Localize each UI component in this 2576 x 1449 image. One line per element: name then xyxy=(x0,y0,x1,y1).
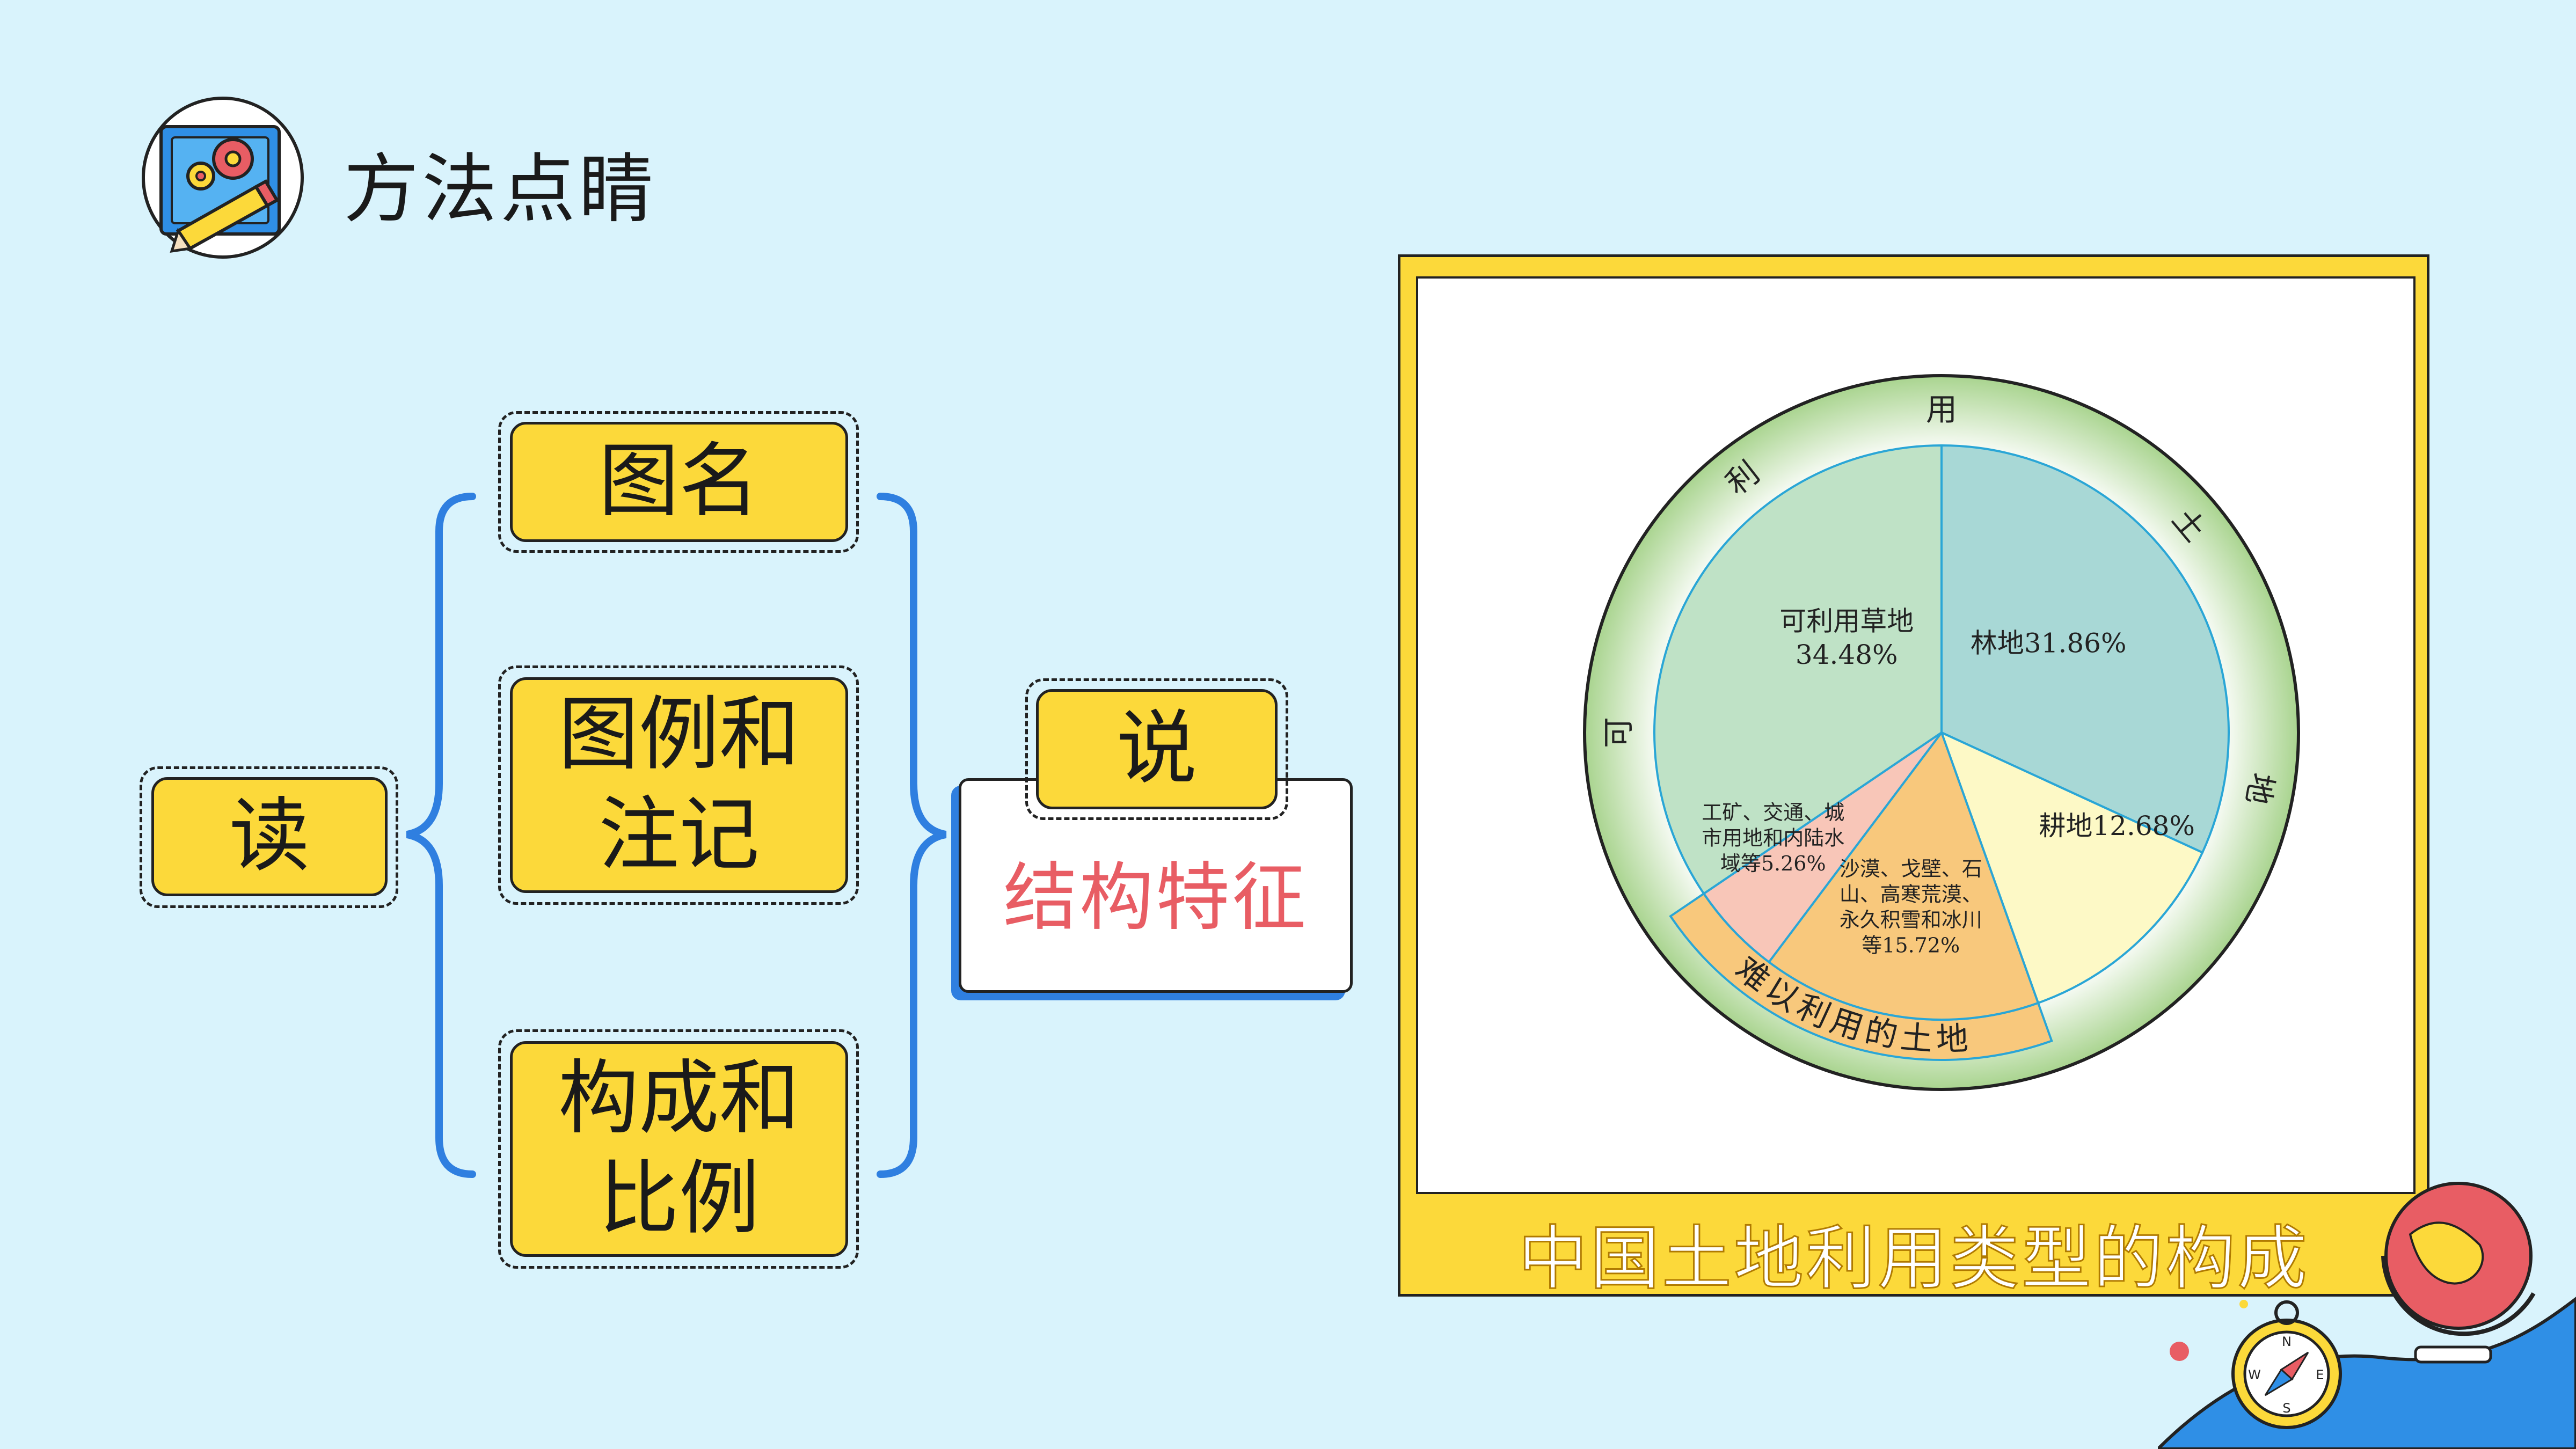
unusable-land-ring-char: 的 xyxy=(1862,1012,1901,1055)
say-content-card xyxy=(959,778,1353,993)
usable-land-ring-char: 可 xyxy=(1600,717,1637,748)
item-box-outline xyxy=(498,411,859,553)
page-title: 方法点睛 xyxy=(344,146,658,233)
item-composition-box: 构成和 比例 xyxy=(510,1041,848,1257)
say-content-text: 结构特征 xyxy=(1003,854,1308,941)
figure-caption: 中国土地利用类型的构成 xyxy=(1517,1217,2309,1300)
item-map-title-label: 图名 xyxy=(598,435,760,529)
slice-farmland xyxy=(1939,730,2204,1005)
item-composition-label: 构成和 比例 xyxy=(558,1051,800,1246)
svg-text:W: W xyxy=(2248,1367,2261,1382)
slice-desert xyxy=(1767,730,2040,1021)
slice-desert-label: 沙漠、戈壁、石山、高寒荒漠、永久积雪和冰川等15.72% xyxy=(1840,857,1982,957)
slice-farmland-label: 耕地12.68% xyxy=(2039,810,2195,841)
read-box-outline xyxy=(140,766,398,908)
svg-text:N: N xyxy=(2282,1334,2292,1349)
say-label: 说 xyxy=(1116,702,1197,796)
slice-forest-label: 林地31.86% xyxy=(1971,627,2127,658)
item-map-title-box: 图名 xyxy=(510,422,848,542)
slice-forest xyxy=(1940,444,2230,854)
slice-urban xyxy=(1702,731,1943,964)
slice-grassland xyxy=(1653,444,1943,895)
read-box: 读 xyxy=(151,777,388,896)
usable-land-ring-char: 用 xyxy=(1926,391,1957,428)
slice-urban-label: 工矿、交通、城市用地和内陆水域等5.26% xyxy=(1702,801,1844,875)
item-legend-box: 图例和 注记 xyxy=(510,677,848,893)
unusable-land-ring-char: 土 xyxy=(1899,1019,1934,1059)
say-box-outline xyxy=(1025,678,1288,820)
item-box-outline xyxy=(498,1029,859,1269)
item-legend-label: 图例和 注记 xyxy=(558,687,800,882)
globe-compass-decoration: N S W E xyxy=(2158,1182,2576,1449)
usable-land-ring-char: 地 xyxy=(2239,770,2280,807)
item-box-outline xyxy=(498,665,859,905)
svg-text:E: E xyxy=(2316,1367,2324,1382)
read-label: 读 xyxy=(229,789,310,883)
unusable-land-ring-char: 地 xyxy=(1936,1020,1969,1059)
svg-text:S: S xyxy=(2282,1401,2290,1416)
settings-pencil-icon xyxy=(142,97,304,259)
say-box: 说 xyxy=(1036,689,1278,809)
